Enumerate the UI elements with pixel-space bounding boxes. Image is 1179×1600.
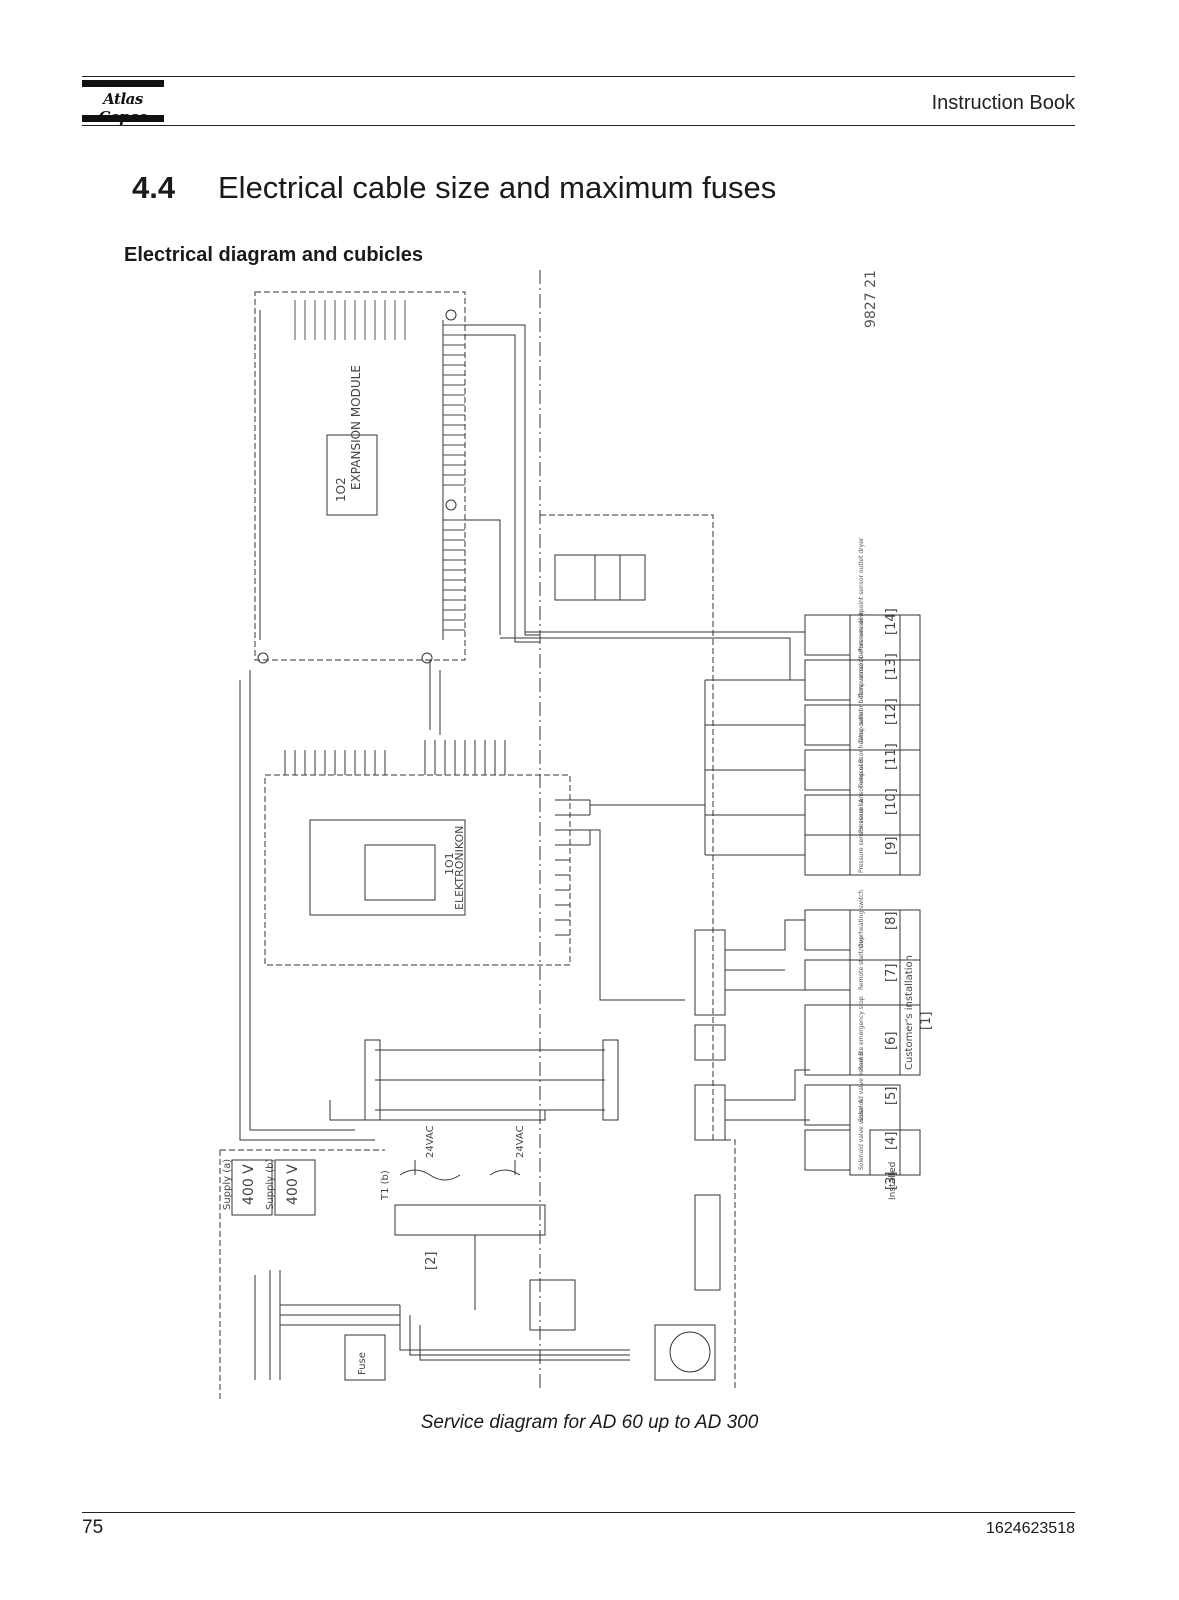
module-id: 1O2 xyxy=(334,477,348,502)
installed-label: Installed xyxy=(888,1162,898,1200)
supply-a-label: Supply (a) xyxy=(222,1159,233,1210)
controller-text: ELEKTRONIKON xyxy=(453,826,466,910)
header-rule-top xyxy=(82,76,1075,77)
circuit-6: [6] xyxy=(884,1032,899,1050)
circuit-4: [4] xyxy=(884,1132,899,1150)
label-dewpoint: Pressure dewpoint sensor outlet dryer xyxy=(858,537,865,652)
footer-rule xyxy=(82,1512,1075,1513)
subsection-title: Electrical diagram and cubicles xyxy=(124,244,424,266)
circuit-11: [11] xyxy=(884,743,899,770)
circuit-10: [10] xyxy=(884,788,899,815)
circuit-14: [14] xyxy=(884,608,899,635)
supply-b-voltage: 400 V xyxy=(285,1164,301,1205)
section-title: Electrical cable size and maximum fuses xyxy=(218,170,777,205)
page-number: 75 xyxy=(82,1517,104,1538)
circuit-13: [13] xyxy=(884,653,899,680)
voltage-24-left: 24VAC xyxy=(425,1125,436,1158)
expansion-module-outline xyxy=(254,291,466,661)
header-rule-bottom xyxy=(82,125,1075,126)
label-remote-start: Remote start/stop xyxy=(858,936,865,990)
label-overheating: Overheating switch xyxy=(858,890,865,948)
circuit-12: [12] xyxy=(884,698,899,725)
header-title: Instruction Book xyxy=(931,92,1075,114)
atlas-copco-logo: Atlas Copco xyxy=(82,80,164,126)
circuit-7: [7] xyxy=(884,964,899,982)
circuit-8: [8] xyxy=(884,912,899,930)
label-pressure-a: Pressure sensor vessel A xyxy=(858,798,865,873)
label-valve-a: Solenoid valve vessel A xyxy=(858,1099,865,1170)
circuit-3: [3] xyxy=(884,1172,899,1190)
label-temp-a: Temp sensor before vessel A xyxy=(858,656,865,744)
circuit-2: [2] xyxy=(424,1252,439,1270)
electrical-diagram: 9827 2167 00 [14] [13] [12] [11] [10] [9… xyxy=(219,270,934,1400)
circuit-5: [5] xyxy=(884,1087,899,1105)
label-emergency-stop: Remote emergency stop xyxy=(858,996,865,1070)
diagram-caption: Service diagram for AD 60 up to AD 300 xyxy=(420,1412,759,1433)
drawing-number: 9827 2167 00 xyxy=(863,270,879,328)
supply-b-label: Supply (b) xyxy=(265,1158,276,1210)
label-pressure-b: Pressure sensor vessel B xyxy=(858,759,865,833)
customer-installation-label: Customer's installation xyxy=(904,955,915,1070)
fuse-label: Fuse xyxy=(357,1352,368,1375)
label-temp-heater: Temp sensor heater outlet xyxy=(858,709,865,789)
circuit-1: [1] xyxy=(919,1012,934,1030)
voltage-24-right: 24VAC xyxy=(515,1125,526,1158)
circuit-9: [9] xyxy=(884,837,899,855)
supply-a-voltage: 400 V xyxy=(241,1164,257,1205)
section-number: 4.4 xyxy=(132,170,176,205)
controller-id: 1O1 xyxy=(443,852,456,875)
transformer-label: T1 (b) xyxy=(380,1170,391,1201)
module-label: EXPANSION MODULE xyxy=(349,365,363,490)
label-valve-b: Solenoid valve vessel B xyxy=(858,1051,865,1122)
label-temp-b: Temp sensor before vessel B xyxy=(858,612,865,699)
doc-number: 1624623518 xyxy=(986,1520,1075,1537)
